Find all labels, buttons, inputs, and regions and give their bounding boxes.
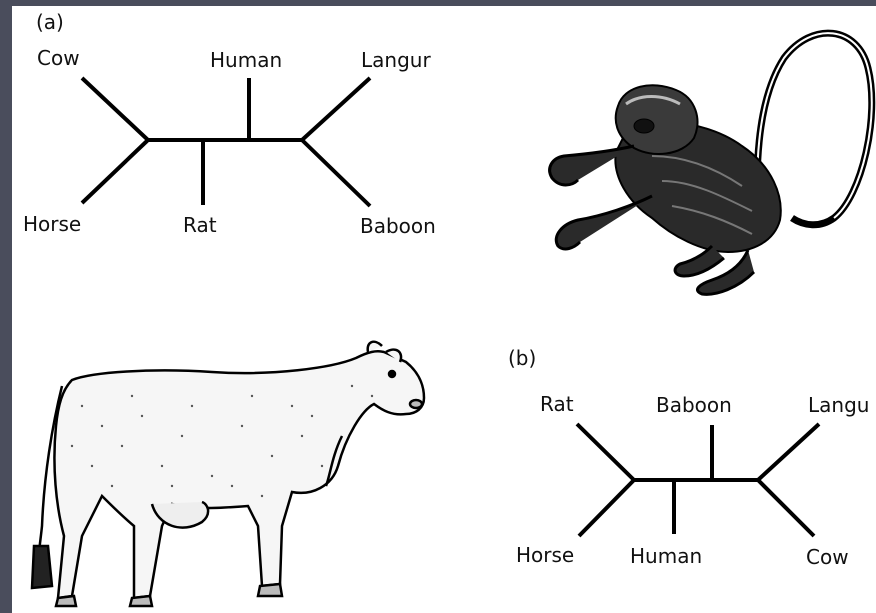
taxon-label-horse-a: Horse [23, 214, 81, 234]
cow-illustration [32, 342, 424, 606]
monkey-illustration [550, 33, 872, 294]
tree-a-branch-langur [302, 78, 370, 140]
tree-a-branch-baboon [302, 140, 370, 206]
cow-texture [71, 385, 373, 497]
taxon-label-baboon-b: Baboon [656, 395, 732, 415]
taxon-label-langur-b: Langu [808, 395, 869, 415]
tree-b-branch-langur [758, 424, 819, 480]
tree-b-branch-cow [758, 480, 814, 536]
taxon-label-human-a: Human [210, 50, 282, 70]
panel-b-label: (b) [508, 348, 536, 368]
taxon-label-rat-b: Rat [540, 394, 574, 414]
tree-a-branch-cow [82, 78, 148, 140]
taxon-label-cow-b: Cow [806, 547, 849, 567]
taxon-label-human-b: Human [630, 546, 702, 566]
panel-a-label: (a) [36, 12, 64, 32]
tree-a [12, 6, 876, 613]
tree-b-branch-horse [579, 480, 634, 536]
taxon-label-cow-a: Cow [37, 48, 80, 68]
tree-b-branch-rat [577, 424, 634, 480]
tree-a-branch-horse [82, 140, 148, 203]
figure-canvas: (a) [12, 6, 876, 613]
taxon-label-horse-b: Horse [516, 545, 574, 565]
taxon-label-langur-a: Langur [361, 50, 431, 70]
taxon-label-rat-a: Rat [183, 215, 217, 235]
taxon-label-baboon-a: Baboon [360, 216, 436, 236]
